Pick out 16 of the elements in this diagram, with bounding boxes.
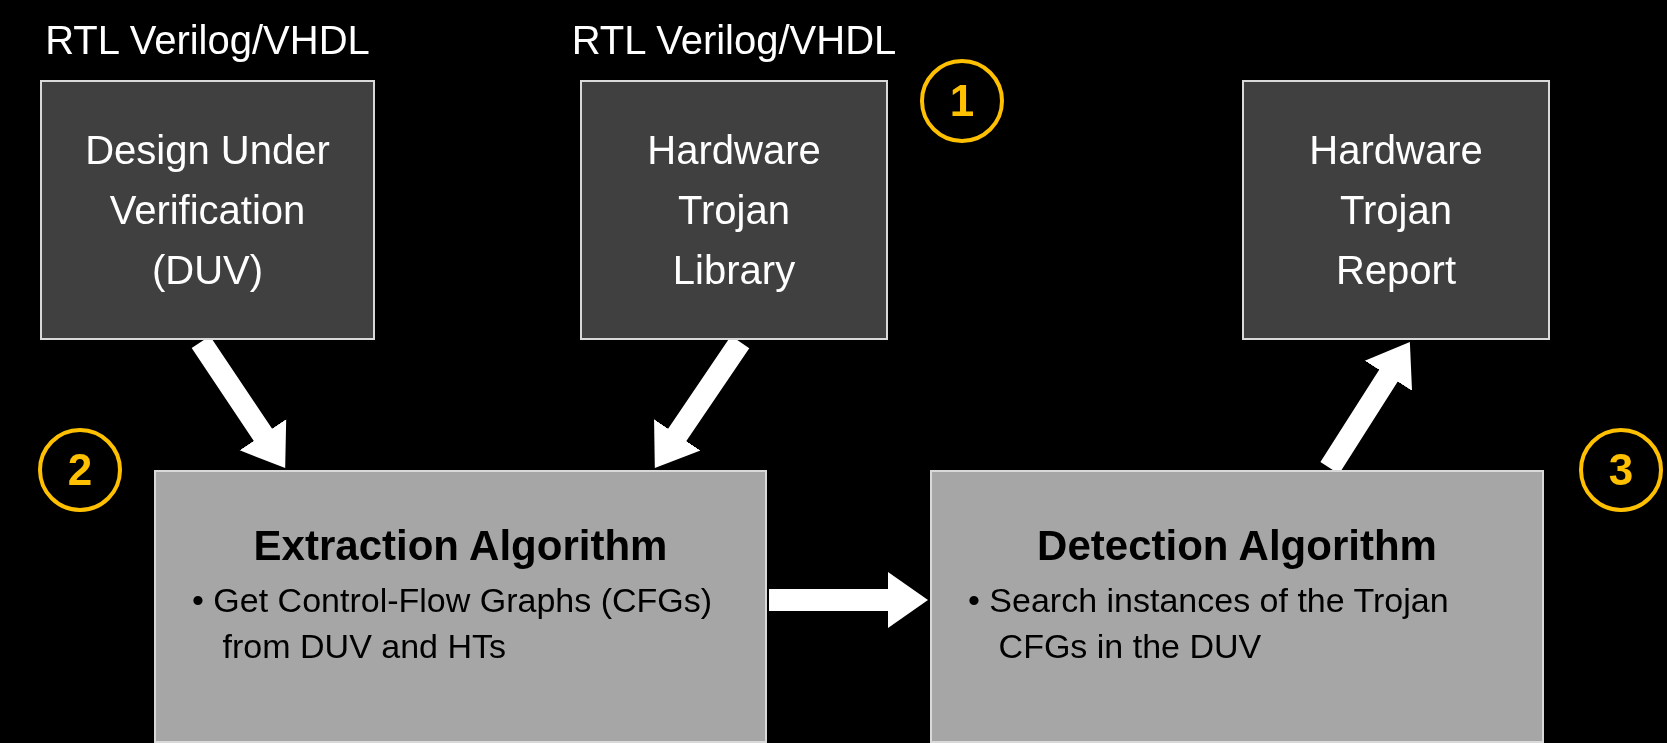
step-number: 3 (1608, 445, 1634, 495)
box-label: Hardware Trojan Library (646, 127, 822, 294)
input-format-label: RTL Verilog/VHDL (571, 17, 897, 64)
bullet-text: • Search instances of the Trojan CFGs in the DUV (968, 580, 1450, 667)
algorithm-box (930, 470, 1544, 743)
box-label: Design Under Verification (DUV) (84, 127, 331, 294)
block-arrow (769, 571, 928, 628)
input-format-label: RTL Verilog/VHDL (45, 17, 370, 64)
step-number: 1 (949, 76, 975, 126)
box-heading: Detection Algorithm (1037, 522, 1437, 570)
algorithm-box (154, 470, 767, 743)
step-number: 2 (67, 445, 93, 495)
box-label: Hardware Trojan Report (1308, 127, 1484, 294)
box-heading: Extraction Algorithm (253, 522, 668, 570)
bullet-text: • Get Control-Flow Graphs (CFGs) from DUV and HTs (192, 580, 714, 667)
process-box (1242, 80, 1550, 340)
